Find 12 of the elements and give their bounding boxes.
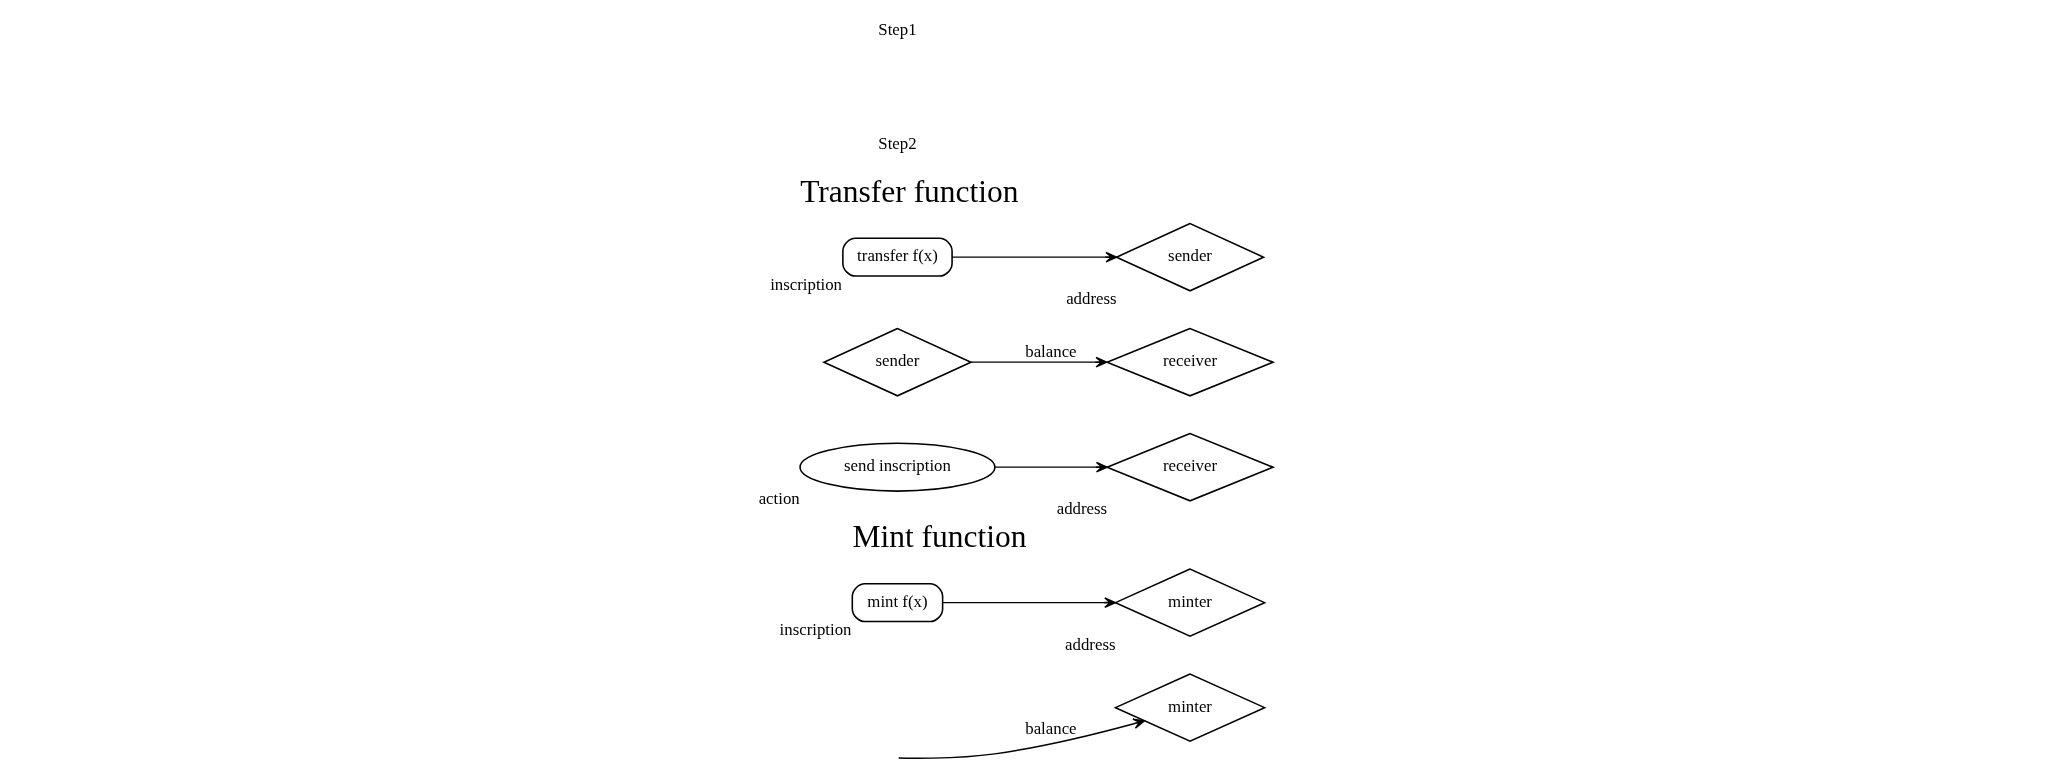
node-label: address xyxy=(1056,499,1108,519)
label: Step2 xyxy=(878,133,917,153)
node-label: address xyxy=(1065,634,1116,654)
edge-label: balance xyxy=(1025,718,1077,738)
node-label: inscription xyxy=(770,274,843,294)
node-label: action xyxy=(758,489,800,509)
label: Transfer function xyxy=(800,173,1019,209)
edge-label: balance xyxy=(1025,341,1077,361)
label: Step1 xyxy=(878,20,917,40)
node-label: address xyxy=(1066,289,1117,309)
label: Mint function xyxy=(852,518,1027,554)
node-label: inscription xyxy=(779,619,852,639)
